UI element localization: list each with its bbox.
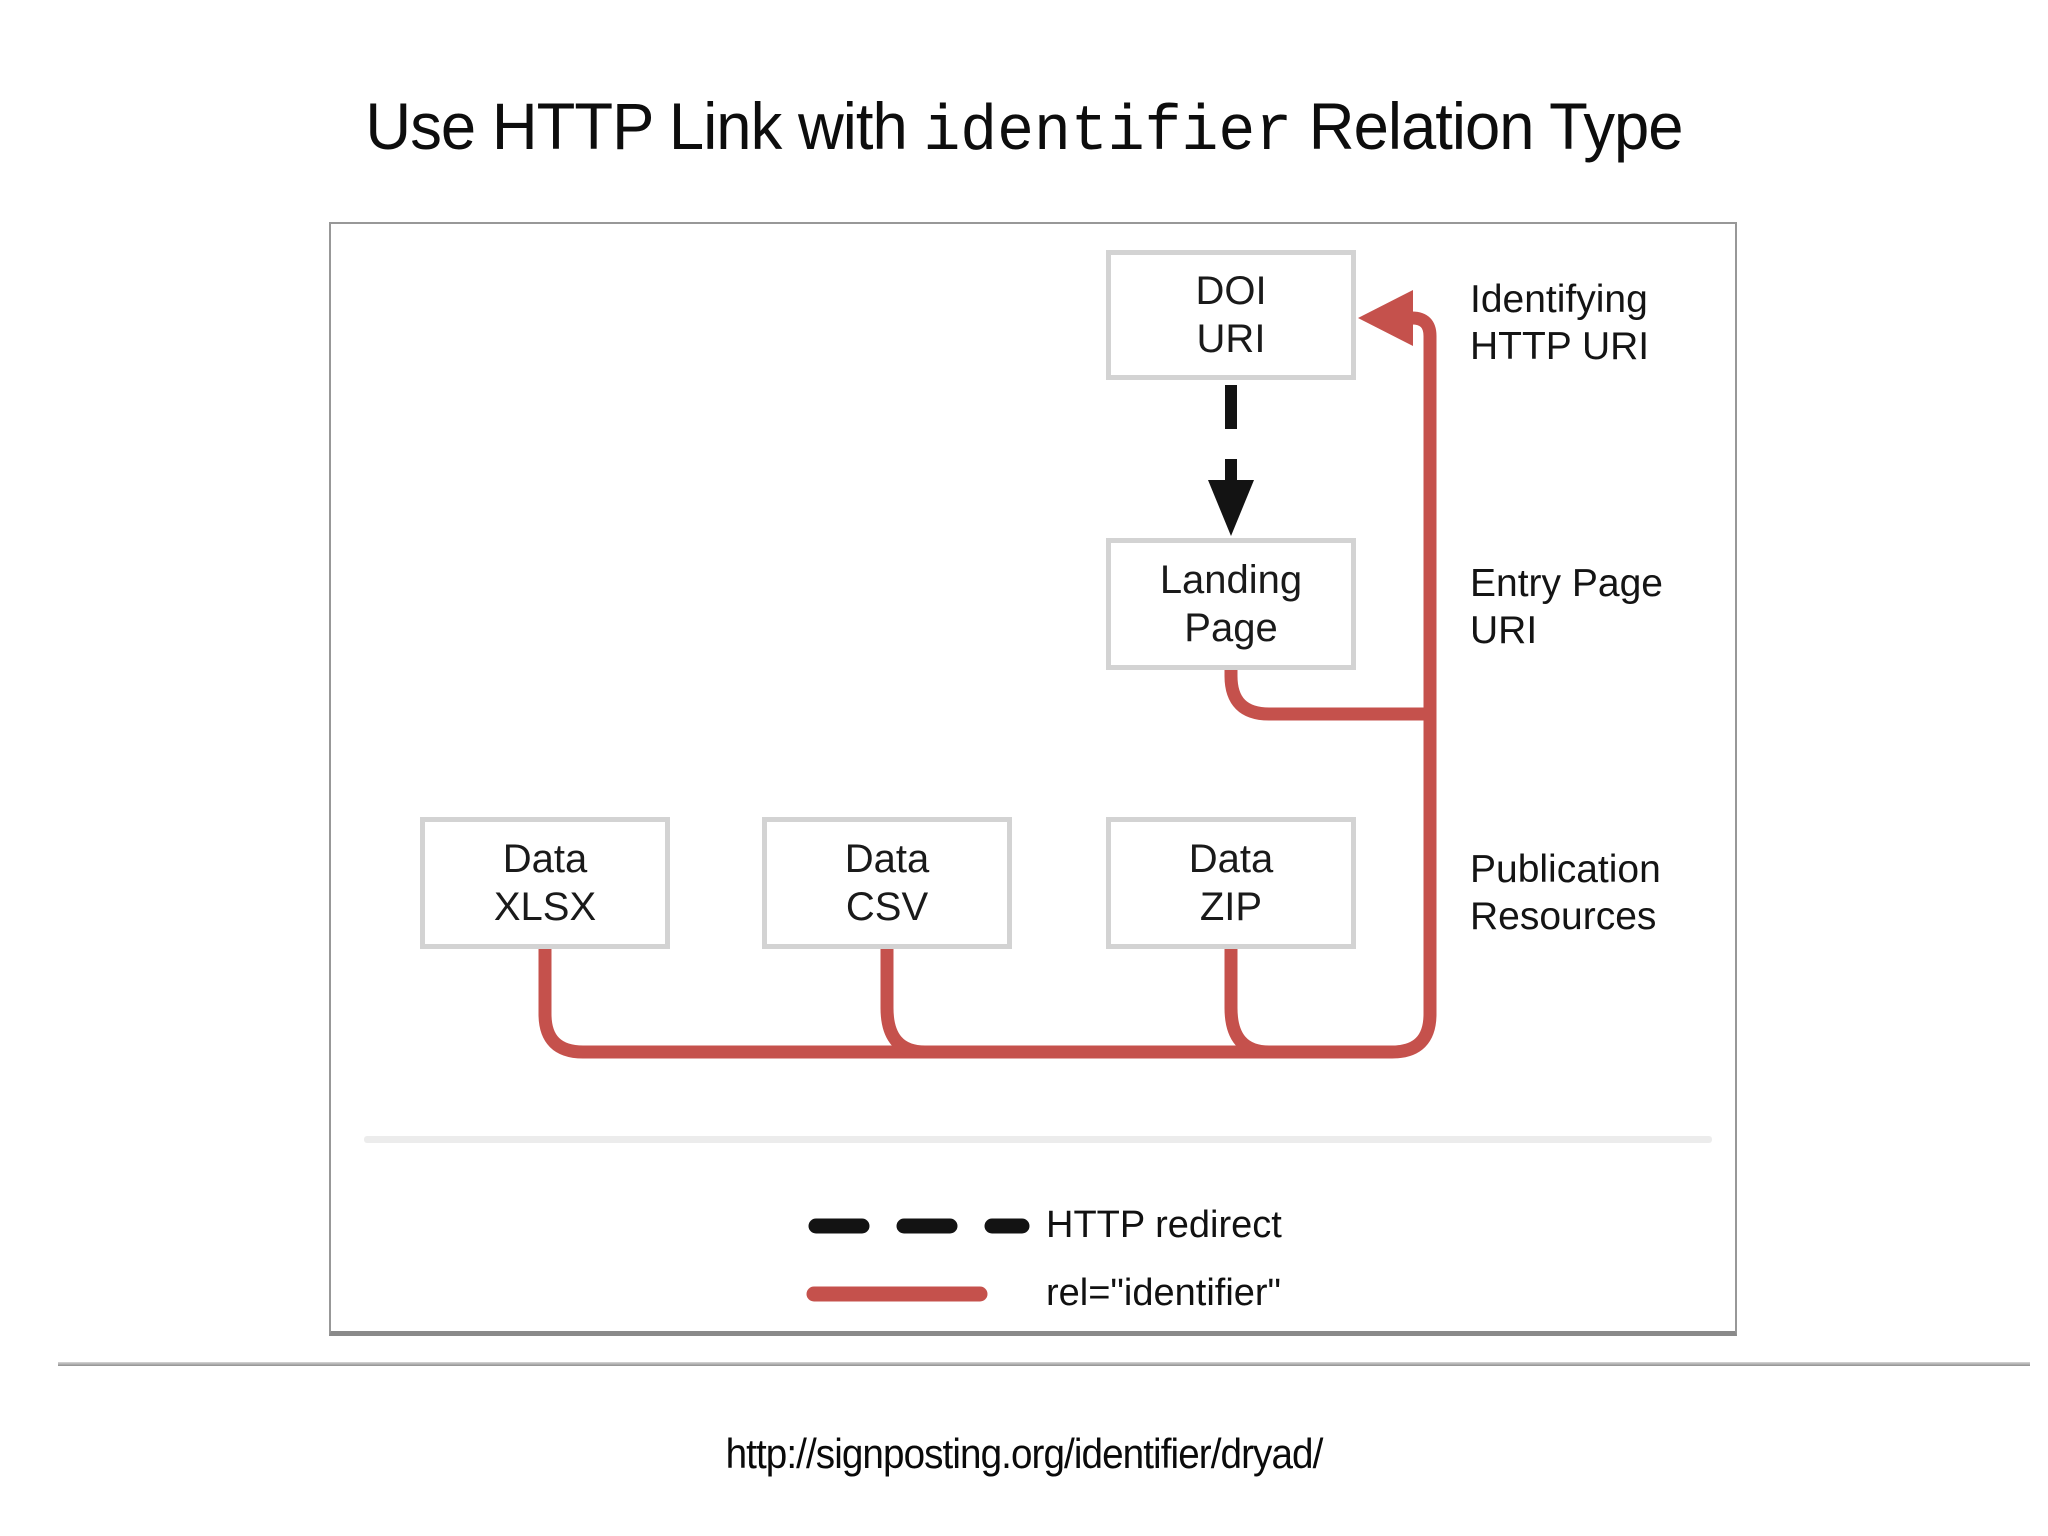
node-data-csv-line2: CSV — [845, 885, 929, 929]
node-landing-page-line2: Page — [1184, 606, 1278, 650]
annotation-entry-line2: URI — [1470, 609, 1538, 652]
diagram-frame — [329, 222, 1737, 1336]
annotation-entry-line1: Entry Page — [1470, 562, 1663, 605]
redirect-arrowhead-icon — [1208, 480, 1254, 536]
diagram-divider — [364, 1136, 1712, 1143]
page-title: Use HTTP Link with identifier Relation T… — [41, 86, 2007, 173]
title-prefix: Use HTTP Link with — [365, 89, 924, 163]
identifier-connector-csv — [880, 940, 926, 1059]
footer-url: http://signposting.org/identifier/dryad/ — [725, 1430, 1324, 1477]
node-doi-uri-line1: DOI — [1195, 269, 1267, 313]
identifier-connector-main — [538, 311, 1437, 1059]
node-data-csv-line1: Data — [844, 837, 930, 881]
annotation-identifying-http-uri: Identifying HTTP URI — [1470, 276, 1649, 370]
node-data-csv: Data CSV — [762, 817, 1012, 949]
legend-label-rel-identifier: rel="identifier" — [1046, 1272, 1282, 1314]
title-suffix: Relation Type — [1292, 89, 1684, 163]
title-code-identifier: identifier — [923, 97, 1293, 169]
node-landing-page-line1: Landing — [1159, 558, 1303, 602]
annotation-publication-line2: Resources — [1470, 895, 1657, 938]
footer-divider — [58, 1362, 2030, 1366]
annotation-publication-line1: Publication — [1470, 848, 1661, 891]
identifier-arrowhead-icon — [1358, 290, 1413, 346]
node-doi-uri-line2: URI — [1196, 317, 1266, 361]
node-data-zip-line2: ZIP — [1199, 885, 1263, 929]
annotation-entry-page-uri: Entry Page URI — [1470, 560, 1663, 654]
identifier-connector-landing — [1224, 660, 1426, 721]
node-data-zip-line1: Data — [1188, 837, 1274, 881]
annotation-publication-resources: Publication Resources — [1470, 846, 1661, 940]
annotation-identifying-line2: HTTP URI — [1470, 325, 1650, 368]
node-data-zip: Data ZIP — [1106, 817, 1356, 949]
node-landing-page: Landing Page — [1106, 538, 1356, 670]
annotation-identifying-line1: Identifying — [1470, 278, 1648, 321]
node-data-xlsx: Data XLSX — [420, 817, 670, 949]
node-data-xlsx-line2: XLSX — [493, 885, 597, 929]
node-data-xlsx-line1: Data — [502, 837, 588, 881]
node-doi-uri: DOI URI — [1106, 250, 1356, 380]
identifier-connector-zip — [1224, 940, 1270, 1059]
legend-label-http-redirect: HTTP redirect — [1046, 1204, 1282, 1246]
